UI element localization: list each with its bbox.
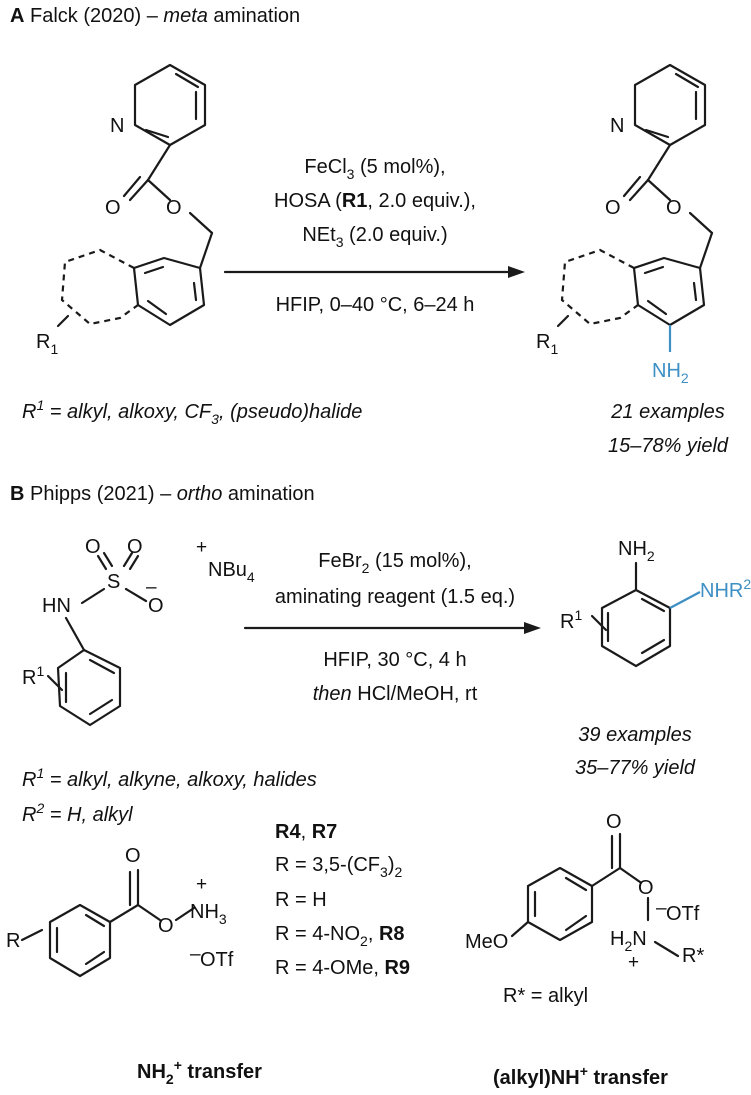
svg-text:OTf: OTf bbox=[666, 903, 700, 925]
section-a-title: A Falck (2020) – meta amination bbox=[10, 5, 300, 27]
svg-text:aminating reagent (1.5 eq.): aminating reagent (1.5 eq.) bbox=[275, 586, 515, 608]
svg-text:O: O bbox=[125, 845, 141, 867]
svg-text:NH3: NH3 bbox=[190, 901, 227, 927]
svg-text:+: + bbox=[628, 952, 639, 973]
svg-text:O: O bbox=[158, 915, 174, 937]
nhr2-group: NHR2 bbox=[700, 576, 751, 602]
svg-text:N: N bbox=[610, 115, 624, 137]
falck-product: N O O R1 NH2 bbox=[536, 63, 714, 386]
svg-text:R1: R1 bbox=[536, 331, 558, 357]
svg-text:R = 3,5-(CF3)2: R = 3,5-(CF3)2 bbox=[275, 854, 403, 880]
svg-text:FeBr2 (15 mol%),: FeBr2 (15 mol%), bbox=[318, 550, 471, 576]
section-b-title: B Phipps (2021) – ortho amination bbox=[10, 483, 315, 505]
falck-yield: 15–78% yield bbox=[608, 435, 729, 457]
phipps-examples: 39 examples bbox=[578, 724, 691, 746]
phipps-scope-r1: R1 = alkyl, alkyne, alkoxy, halides bbox=[22, 765, 317, 791]
svg-text:O: O bbox=[85, 536, 101, 558]
svg-text:NBu4: NBu4 bbox=[208, 559, 255, 585]
alkyl-nh-transfer-caption: (alkyl)NH+ transfer bbox=[493, 1063, 668, 1089]
phipps-starting-material: O O S HN O – + NBu4 R1 bbox=[22, 536, 255, 727]
svg-text:–: – bbox=[656, 898, 667, 919]
svg-text:O: O bbox=[606, 811, 622, 833]
svg-text:–: – bbox=[190, 944, 201, 965]
rstar-definition: R* = alkyl bbox=[503, 985, 588, 1007]
svg-text:HFIP, 30 °C, 4 h: HFIP, 30 °C, 4 h bbox=[323, 649, 466, 671]
svg-text:+: + bbox=[196, 874, 207, 895]
phipps-scope-r2: R2 = H, alkyl bbox=[22, 800, 133, 826]
svg-text:H2N: H2N bbox=[610, 928, 647, 954]
svg-text:R1: R1 bbox=[22, 663, 44, 689]
svg-text:MeO: MeO bbox=[465, 931, 508, 953]
sulfur-atom: S bbox=[107, 571, 120, 593]
svg-text:NH2: NH2 bbox=[618, 538, 655, 564]
phipps-conditions: FeBr2 (15 mol%), aminating reagent (1.5 … bbox=[243, 550, 541, 705]
svg-text:O: O bbox=[666, 197, 682, 219]
svg-text:+: + bbox=[196, 537, 207, 558]
falck-conditions: FeCl3 (5 mol%), HOSA (R1, 2.0 equiv.), N… bbox=[223, 156, 525, 316]
svg-text:R: R bbox=[6, 930, 20, 952]
svg-text:O: O bbox=[638, 877, 654, 899]
svg-text:FeCl3 (5 mol%),: FeCl3 (5 mol%), bbox=[304, 156, 445, 182]
svg-text:R1: R1 bbox=[560, 607, 582, 633]
carbonyl-oxygen: O bbox=[105, 197, 121, 219]
reagent-list: R4, R7 R = 3,5-(CF3)2 R = H R = 4-NO2, R… bbox=[275, 821, 410, 979]
svg-text:HOSA (R1, 2.0 equiv.),: HOSA (R1, 2.0 equiv.), bbox=[274, 190, 476, 212]
svg-text:O: O bbox=[127, 536, 143, 558]
svg-text:R*: R* bbox=[682, 945, 704, 967]
amine-group: NH2 bbox=[652, 360, 689, 386]
falck-scope: R1 = alkyl, alkoxy, CF3, (pseudo)halide bbox=[22, 397, 362, 427]
svg-text:O: O bbox=[148, 595, 164, 617]
nh2-transfer-caption: NH2+ transfer bbox=[137, 1057, 262, 1087]
svg-text:R = 4-NO2, R8: R = 4-NO2, R8 bbox=[275, 923, 405, 949]
svg-text:NEt3 (2.0 equiv.): NEt3 (2.0 equiv.) bbox=[302, 224, 447, 250]
svg-text:O: O bbox=[605, 197, 621, 219]
alkyl-nh-transfer-reagent: MeO O O – OTf H2N + R* R* = alkyl bbox=[465, 811, 704, 1007]
svg-text:OTf: OTf bbox=[200, 949, 234, 971]
svg-text:R = 4-OMe, R9: R = 4-OMe, R9 bbox=[275, 957, 410, 979]
svg-text:HN: HN bbox=[42, 595, 71, 617]
falck-examples: 21 examples bbox=[610, 401, 724, 423]
ester-oxygen: O bbox=[166, 197, 182, 219]
pyridine-nitrogen: N bbox=[110, 115, 124, 137]
falck-starting-material: N O O R1 bbox=[36, 63, 214, 357]
svg-text:–: – bbox=[146, 577, 157, 598]
phipps-yield: 35–77% yield bbox=[575, 757, 696, 779]
nh2-transfer-reagent: R O O + NH3 – OTf bbox=[6, 845, 234, 978]
r1-substituent: R1 bbox=[36, 331, 58, 357]
svg-text:HFIP, 0–40 °C, 6–24 h: HFIP, 0–40 °C, 6–24 h bbox=[276, 294, 475, 316]
svg-text:then HCl/MeOH, rt: then HCl/MeOH, rt bbox=[313, 683, 478, 705]
svg-text:R4, R7: R4, R7 bbox=[275, 821, 337, 843]
svg-text:R = H: R = H bbox=[275, 889, 327, 911]
phipps-product: NH2 NHR2 R1 bbox=[560, 538, 751, 668]
